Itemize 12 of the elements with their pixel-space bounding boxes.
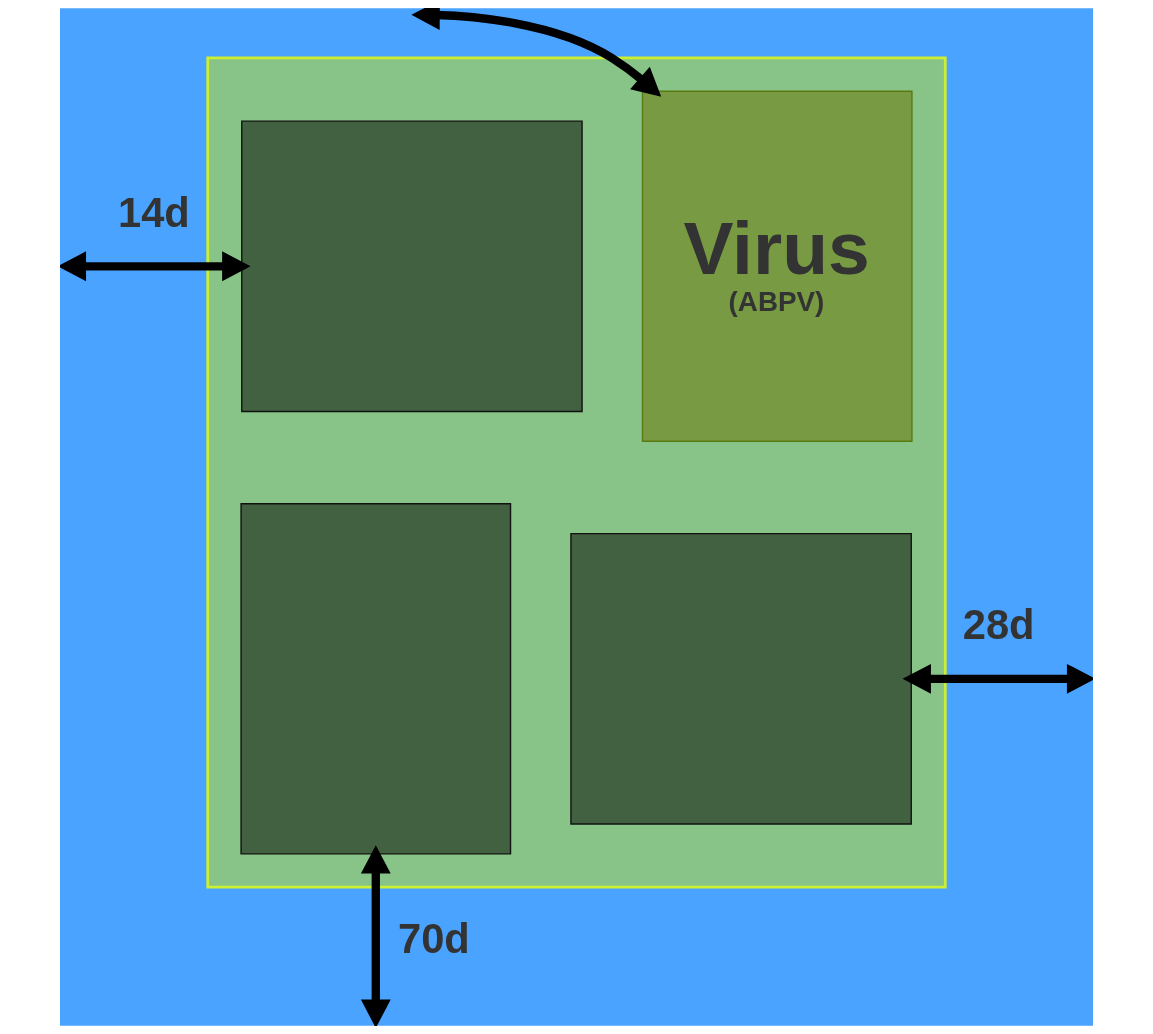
cluster bbox=[206, 56, 947, 889]
arrow bbox=[360, 845, 391, 1026]
node-box: Virus (ABPV) bbox=[641, 90, 913, 442]
arrow bbox=[60, 251, 251, 282]
node-box bbox=[240, 503, 512, 855]
arrow bbox=[902, 663, 1093, 694]
edge-label: 14d bbox=[118, 188, 190, 236]
edge-label: 28d bbox=[962, 601, 1035, 649]
node-box bbox=[570, 532, 912, 825]
node-box bbox=[241, 120, 583, 413]
arrow bbox=[411, 8, 662, 97]
edge-label: 70d bbox=[398, 915, 470, 963]
